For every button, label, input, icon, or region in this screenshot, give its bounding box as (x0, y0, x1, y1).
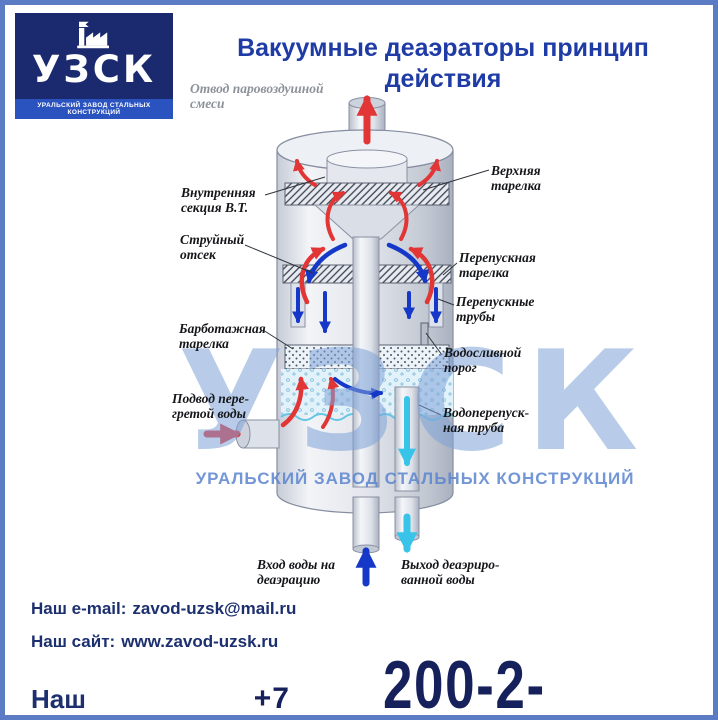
label-water-outlet: Выход деаэриро- ванной воды (401, 557, 500, 588)
central-pipe (352, 236, 380, 488)
label-overflow-weir: Водосливной порог (444, 345, 522, 376)
logo-subtitle: УРАЛЬСКИЙ ЗАВОД СТАЛЬНЫХ КОНСТРУКЦИЙ (15, 99, 173, 119)
label-leader-lines (244, 169, 490, 416)
label-upper-tray: Верхняя тарелка (491, 163, 541, 194)
logo-name: УЗСК (31, 48, 157, 91)
phone-number: 200-2-210 (383, 647, 546, 720)
funnel-cone (313, 204, 421, 240)
email-value[interactable]: zavod-uzsk@mail.ru (132, 599, 297, 618)
water-transfer-pipe (394, 386, 420, 492)
phone-area-code: +7 (343) (253, 682, 290, 715)
inlet-leg (352, 496, 380, 550)
deaerator-diagram (203, 94, 490, 587)
label-bypass-tray: Перепускная тарелка (459, 250, 536, 281)
steam-flow-arrows (203, 94, 441, 445)
label-bubbling-tray: Барботажная тарелка (179, 321, 266, 352)
phone-label: Наш телефон: (31, 684, 86, 714)
factory-icon (77, 21, 109, 49)
page-title: Вакуумные деаэраторы принцип действия (237, 34, 649, 94)
label-water-inlet: Вход воды на деаэрацию (257, 557, 335, 588)
label-inner-section: Внутренняя секция В.Т. (181, 185, 256, 216)
label-hot-water-supply: Подвод пере- гретой воды (172, 391, 250, 422)
label-steam-air-outlet: Отвод паровоздушной смеси (190, 81, 324, 112)
label-water-transfer-pipe: Водоперепуск- ная труба (443, 405, 530, 436)
hot-water-inlet-stub (235, 419, 280, 449)
water-flow-arrows (292, 242, 442, 587)
upper-tray (284, 182, 450, 206)
site-label: Наш сайт: (31, 632, 116, 651)
label-jet-compartment: Струйный отсек (180, 232, 245, 263)
label-bypass-pipes: Перепускные трубы (456, 294, 535, 325)
email-label: Наш e-mail: (31, 599, 127, 618)
site-value[interactable]: www.zavod-uzsk.ru (121, 632, 279, 651)
company-logo: УЗСК УРАЛЬСКИЙ ЗАВОД СТАЛЬНЫХ КОНСТРУКЦИ… (15, 13, 173, 119)
contact-site: Наш сайт: www.zavod-uzsk.ru (31, 632, 278, 652)
contact-phone: Наш телефон: +7 (343) 200-2-210 (31, 647, 697, 720)
contact-email: Наш e-mail: zavod-uzsk@mail.ru (31, 599, 296, 619)
